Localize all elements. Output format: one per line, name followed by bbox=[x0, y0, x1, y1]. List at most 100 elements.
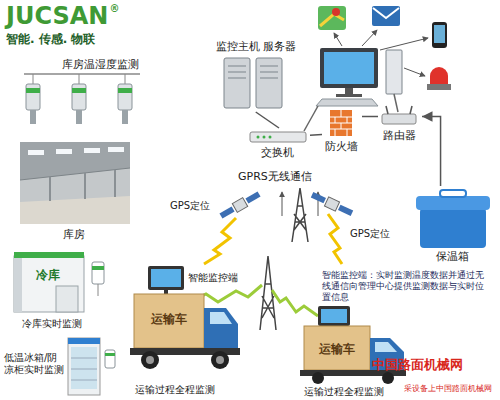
wheel-hub bbox=[146, 356, 154, 364]
network-wire bbox=[394, 94, 398, 112]
truck-cargo bbox=[134, 294, 204, 348]
server-slot bbox=[260, 78, 278, 79]
device-node: 低温冰箱/阴凉柜实时监测 bbox=[4, 336, 104, 396]
keyboard bbox=[316, 99, 378, 106]
node-text: 运输过程全程监测 bbox=[135, 384, 215, 396]
firewall-bricks bbox=[330, 110, 352, 136]
server bbox=[224, 58, 250, 108]
sensor-cable bbox=[33, 74, 34, 84]
wireless-link bbox=[328, 214, 342, 264]
warehouse-column bbox=[114, 170, 116, 197]
network-link bbox=[310, 134, 322, 136]
diagram-label: 智能监控端 bbox=[188, 272, 238, 284]
map-road bbox=[320, 14, 344, 26]
alarm-base bbox=[427, 84, 451, 90]
router-device bbox=[382, 114, 416, 124]
fridge bbox=[68, 338, 100, 395]
sensor-probe bbox=[76, 110, 82, 124]
monitor-screen bbox=[324, 52, 374, 84]
switch-device bbox=[250, 132, 306, 142]
server bbox=[256, 58, 282, 108]
monitor-terminal bbox=[318, 306, 350, 326]
warehouse-photo bbox=[20, 142, 130, 224]
alarm-light bbox=[430, 67, 448, 84]
warehouse-column bbox=[49, 177, 51, 201]
sensor-cable bbox=[79, 74, 80, 84]
cooler-lid bbox=[416, 196, 490, 210]
monitor-base bbox=[336, 94, 362, 97]
diagram-label: GPS定位 bbox=[170, 200, 210, 212]
switch-led bbox=[269, 136, 272, 139]
cold-room-band bbox=[14, 252, 84, 258]
sensor-body bbox=[92, 262, 104, 284]
warehouse-window bbox=[56, 149, 72, 154]
cold-room bbox=[14, 256, 84, 312]
email-flap bbox=[373, 8, 399, 18]
diagram-label: 智能监控端：实时监测温度数据并通过无线通信向管理中心提供监测数据与实时位置信息 bbox=[322, 270, 490, 302]
sensor-cable bbox=[125, 74, 126, 84]
satellite-body bbox=[232, 198, 247, 213]
notify-arrow bbox=[362, 30, 377, 46]
fridge-shelf bbox=[71, 369, 97, 370]
truck-wheel bbox=[382, 372, 394, 384]
device-node: 交换机 bbox=[248, 128, 310, 164]
diagram-label: 智能. 传感. 物联 bbox=[6, 32, 95, 46]
sensor-body bbox=[26, 84, 40, 110]
truck-wheel bbox=[211, 351, 229, 369]
device-node: 冷库冷库实时监测 bbox=[10, 250, 110, 332]
notify-arrow bbox=[404, 68, 425, 76]
sensor-probe bbox=[122, 110, 128, 124]
pc-tower bbox=[386, 50, 402, 94]
warehouse-ceiling bbox=[20, 142, 130, 180]
monitor-stand bbox=[345, 88, 353, 94]
server-slot bbox=[228, 72, 246, 73]
wireless-link bbox=[204, 218, 236, 264]
truck-wheel bbox=[141, 351, 159, 369]
device-node: 防火墙 bbox=[322, 106, 362, 158]
map-icon bbox=[318, 6, 346, 30]
truck-cab bbox=[204, 308, 238, 350]
terminal-screen bbox=[321, 309, 347, 323]
device-node: 路由器 bbox=[378, 104, 422, 146]
sensor-body bbox=[105, 350, 115, 368]
network-wire bbox=[304, 106, 318, 131]
cold-room-door bbox=[56, 286, 78, 312]
node-text: 冷库实时监测 bbox=[22, 318, 82, 330]
satellite-panel bbox=[245, 191, 260, 203]
monitor bbox=[320, 48, 378, 88]
server-slot bbox=[228, 78, 246, 79]
node-text: 运输车 bbox=[319, 342, 355, 356]
truck-window bbox=[210, 312, 232, 324]
diagram-label: JUCSAN bbox=[6, 2, 108, 31]
sensor-band bbox=[92, 266, 104, 270]
satellite bbox=[218, 190, 261, 221]
router-antenna bbox=[410, 106, 412, 114]
diagram-label: 库房温湿度监测 bbox=[62, 58, 139, 71]
fridge-glass bbox=[71, 347, 97, 389]
network-link bbox=[362, 116, 378, 118]
node-text: 库房 bbox=[63, 228, 85, 241]
terminal-screen bbox=[151, 269, 181, 287]
server-slot bbox=[260, 66, 278, 67]
warehouse-window bbox=[108, 147, 124, 152]
device-node: 库房 bbox=[18, 140, 133, 246]
server-slot bbox=[260, 72, 278, 73]
email-icon bbox=[372, 6, 400, 26]
truck-wheel bbox=[312, 372, 324, 384]
signal-tower bbox=[292, 188, 308, 242]
warehouse-floor bbox=[20, 196, 130, 224]
truck-cargo bbox=[304, 326, 370, 370]
diagram-label: GPS定位 bbox=[350, 228, 390, 240]
switch-led bbox=[263, 136, 266, 139]
warehouse-window bbox=[28, 150, 44, 155]
notify-arrow bbox=[334, 33, 342, 46]
diagram-label: 中国路面机械网 bbox=[372, 357, 463, 373]
sensor-band bbox=[118, 88, 132, 93]
node-text: 监控主机 服务器 bbox=[216, 40, 297, 53]
fridge-shelf bbox=[71, 358, 97, 359]
monitor-terminal bbox=[148, 266, 184, 290]
warehouse-window bbox=[84, 148, 100, 153]
device-node: 运输车运输过程全程监测 bbox=[298, 304, 413, 399]
sensor-band bbox=[72, 88, 86, 93]
